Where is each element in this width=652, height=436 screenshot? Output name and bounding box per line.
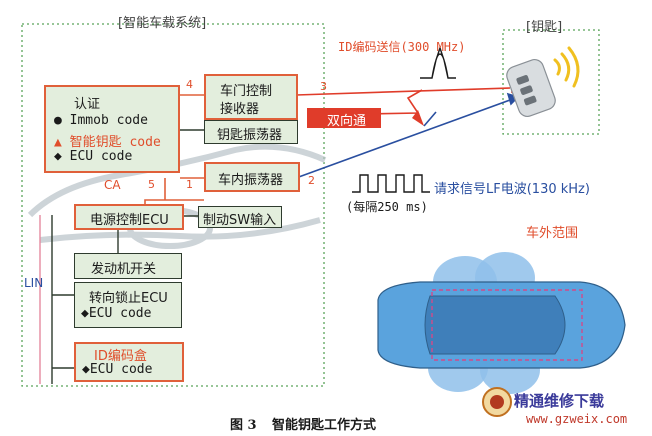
door-receiver-box: 车门控制 接收器: [204, 74, 298, 120]
id-send-label: ID编码送信(300 MHz): [338, 40, 466, 54]
system-border: [21, 23, 325, 387]
car-range-illustration: [377, 252, 626, 394]
watermark-logo-icon: [482, 387, 512, 417]
key-oscillator-box: 钥匙振荡器: [204, 120, 298, 144]
outside-range-label: 车外范围: [526, 226, 579, 241]
range-dashed: [431, 289, 583, 361]
door-receiver-label-2: 接收器: [220, 102, 260, 117]
bidirectional-tag: 双向通: [307, 108, 381, 129]
steering-lock-code: ◆ECU code: [81, 306, 152, 321]
interior-oscillator-box: 车内振荡器: [204, 162, 300, 192]
id-box-code: ◆ECU code: [82, 362, 153, 377]
power-ecu-label: 电源控制ECU: [90, 213, 169, 228]
id-box: ID编码盒 ◆ECU code: [74, 342, 184, 382]
interval-label: (每隔250 ms): [346, 200, 428, 214]
bidirectional-label: 双向通: [327, 114, 367, 129]
key-oscillator-label: 钥匙振荡器: [217, 128, 283, 143]
watermark-url: www.gzweix.com: [526, 412, 628, 426]
id-box-title: ID编码盒: [94, 349, 147, 364]
engine-switch-box: 发动机开关: [74, 253, 182, 279]
rf-waveform: [420, 45, 456, 79]
interior-oscillator-label: 车内振荡器: [218, 173, 284, 188]
engine-switch-label: 发动机开关: [91, 262, 157, 277]
key-title: [钥匙]: [526, 20, 563, 35]
steering-lock-box: 转向锁止ECU ◆ECU code: [74, 282, 182, 328]
id-signal-arrow: [295, 82, 522, 96]
watermark-brand: 精通维修下载: [514, 392, 605, 410]
radio-wave-icon: [553, 46, 580, 88]
label-n2: 2: [308, 174, 315, 187]
label-n4: 4: [186, 78, 193, 91]
label-ca: CA: [104, 178, 121, 192]
auth-heading: 认证: [74, 97, 101, 112]
auth-item-ecu: ◆ ECU code: [54, 149, 133, 164]
system-title: [智能车载系统]: [118, 16, 207, 31]
auth-item-immob: ● Immob code: [54, 113, 148, 128]
label-n3: 3: [320, 80, 327, 93]
label-n1: 1: [186, 178, 193, 191]
lf-waveform: [352, 174, 430, 193]
key-fob-icon: [506, 59, 556, 117]
connection-lines: [144, 94, 204, 205]
figure-caption: 智能钥匙工作方式: [272, 418, 377, 433]
power-ecu-box: 电源控制ECU: [74, 204, 184, 230]
steering-lock-title: 转向锁止ECU: [89, 291, 168, 306]
auth-item-smartkey: ▲ 智能钥匙 code: [54, 135, 161, 150]
lf-request-label: 请求信号LF电波(130 kHz): [434, 182, 590, 197]
label-lin: LIN: [24, 276, 44, 290]
label-n5: 5: [148, 178, 155, 191]
figure-number: 图 3: [230, 418, 257, 433]
brake-sw-label: 制动SW输入: [203, 213, 277, 228]
auth-box: 认证 ● Immob code ▲ 智能钥匙 code ◆ ECU code: [44, 85, 180, 173]
door-receiver-label-1: 车门控制: [220, 84, 273, 99]
lf-signal-arrow: [295, 92, 520, 179]
brake-sw-box: 制动SW输入: [198, 206, 282, 228]
